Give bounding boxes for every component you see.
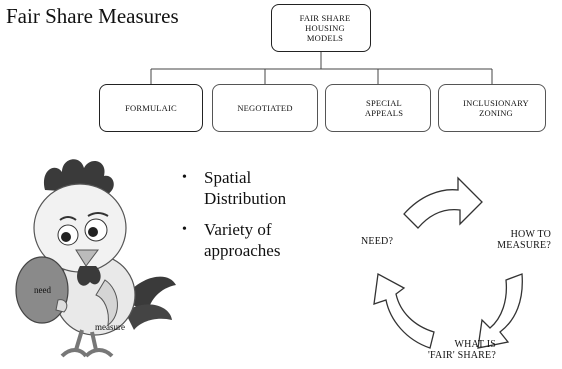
org-child-label: NEGOTIATED xyxy=(237,103,293,113)
measure-label: measure xyxy=(95,322,125,332)
cycle-arrow-top xyxy=(403,176,483,229)
cycle-arrow-left xyxy=(373,272,435,349)
org-child-negotiated: NEGOTIATED xyxy=(212,84,318,132)
slide-title: Fair Share Measures xyxy=(6,4,179,28)
org-child-label: INCLUSIONARY ZONING xyxy=(463,98,529,118)
comb-icon xyxy=(43,159,114,194)
cycle-label-how: HOW TO MEASURE? xyxy=(497,229,551,251)
org-root-box: FAIR SHARE HOUSING MODELS xyxy=(271,4,371,52)
bullet-item: Spatial Distribution xyxy=(182,167,286,209)
cycle-label-need: NEED? xyxy=(361,236,394,247)
egg-icon xyxy=(15,256,69,324)
org-child-label: FORMULAIC xyxy=(125,103,177,113)
org-child-formulaic: FORMULAIC xyxy=(99,84,203,132)
egg-label: need xyxy=(34,285,51,295)
cycle-label-what: WHAT IS 'FAIR' SHARE? xyxy=(428,339,496,361)
org-root-label: FAIR SHARE HOUSING MODELS xyxy=(299,13,351,43)
cycle-arrow-right xyxy=(477,273,523,349)
chicken-illustration xyxy=(15,159,176,358)
bullet-item: Variety of approaches xyxy=(182,219,286,261)
org-child-label: SPECIAL APPEALS xyxy=(364,98,404,118)
org-child-inclusionary-zoning: INCLUSIONARY ZONING xyxy=(438,84,546,132)
bullet-list: Spatial Distribution Variety of approach… xyxy=(182,167,286,271)
org-child-special-appeals: SPECIAL APPEALS xyxy=(325,84,431,132)
cycle-diagram xyxy=(373,176,523,349)
